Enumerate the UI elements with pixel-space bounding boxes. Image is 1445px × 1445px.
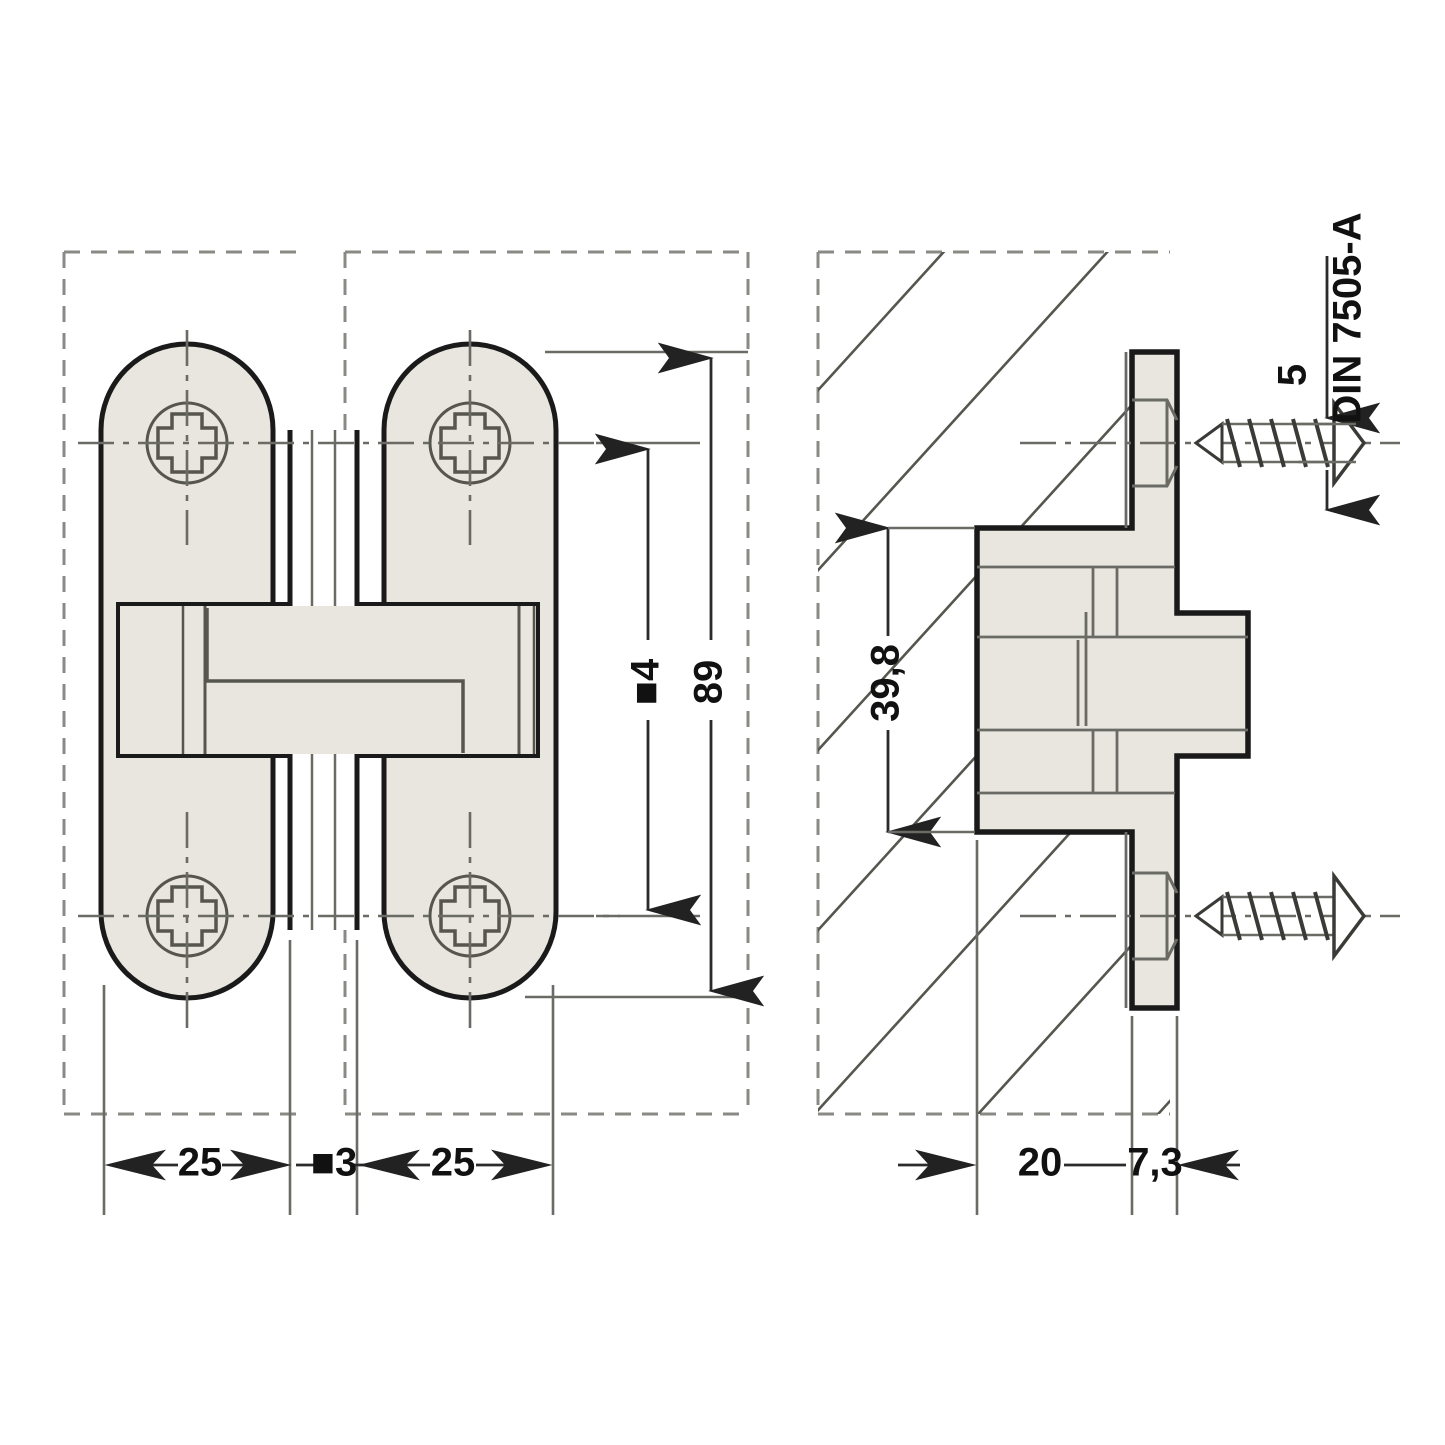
wall-boundary bbox=[816, 250, 1170, 1116]
phillips-cross-icon bbox=[439, 412, 501, 474]
screw-bottom-thread bbox=[1225, 891, 1330, 941]
screw-bottom-countersunk-head bbox=[1332, 870, 1367, 962]
phillips-cross-icon bbox=[156, 885, 218, 947]
dim-plate-height: 89 bbox=[657, 342, 765, 1007]
dim-center-gap-label: ■3 bbox=[311, 1141, 357, 1185]
hinge-internal-lines bbox=[977, 352, 1248, 1008]
screw-bottom bbox=[1193, 870, 1367, 962]
hinge-knuckle-band bbox=[116, 602, 540, 758]
dim-screw-diameter: 5 DIN 7505-A bbox=[1271, 212, 1381, 526]
screw-top-tip bbox=[1193, 421, 1224, 465]
front-view: ■4 89 25 ■3 25 bbox=[62, 250, 765, 1215]
section-horizontal-extension-lines bbox=[975, 840, 1179, 1215]
gap-lower-fill bbox=[290, 754, 357, 930]
gap-lower-edges bbox=[287, 754, 360, 930]
front-view-centrelines bbox=[78, 330, 620, 1030]
screw-top-thread bbox=[1225, 418, 1330, 468]
gap-upper-fill bbox=[290, 430, 357, 606]
dim-right-plate-width-label: 25 bbox=[431, 1141, 476, 1185]
dim-body-height: 39,8 bbox=[834, 512, 975, 848]
gap-upper-edges bbox=[287, 430, 360, 606]
dim-hole-spacing: ■4 bbox=[594, 433, 702, 926]
dim-body-depth-label: 20 bbox=[1018, 1141, 1063, 1185]
dim-screw-diameter-label: 5 bbox=[1271, 364, 1315, 386]
screw-bottom-tip bbox=[1193, 894, 1224, 938]
hinge-section-body bbox=[974, 349, 1251, 1011]
hinge-body-outline bbox=[974, 349, 1251, 1011]
dim-hole-spacing-label: ■4 bbox=[624, 658, 668, 705]
dim-row-section-horizontal: 20 7,3 bbox=[898, 1141, 1240, 1185]
dim-flange-thickness-label: 7,3 bbox=[1127, 1141, 1183, 1185]
dim-left-plate-width-label: 25 bbox=[178, 1141, 223, 1185]
phillips-cross-icon bbox=[439, 885, 501, 947]
screw-standard-label: DIN 7505-A bbox=[1326, 212, 1370, 423]
dim-plate-height-label: 89 bbox=[687, 660, 731, 705]
side-section-view: 5 DIN 7505-A 39,8 20 7,3 bbox=[816, 212, 1400, 1215]
dim-row-horizontal: 25 ■3 25 bbox=[104, 1141, 553, 1185]
gap-inner-thin-lines bbox=[310, 430, 337, 930]
phillips-cross-icon bbox=[156, 412, 218, 474]
knuckle-z-step bbox=[205, 608, 465, 753]
leaf-gap-slot bbox=[287, 430, 360, 930]
dim-body-height-label: 39,8 bbox=[864, 644, 908, 722]
